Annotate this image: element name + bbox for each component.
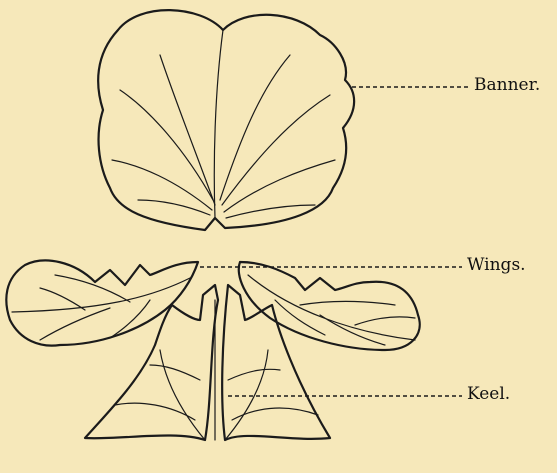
keel-petals	[85, 285, 330, 440]
wings-label: Wings.	[467, 255, 526, 275]
banner-petal	[98, 10, 354, 230]
banner-label: Banner.	[474, 75, 540, 95]
right-wing-petal	[239, 262, 420, 350]
left-wing-petal	[6, 260, 198, 345]
keel-label: Keel.	[467, 384, 510, 404]
